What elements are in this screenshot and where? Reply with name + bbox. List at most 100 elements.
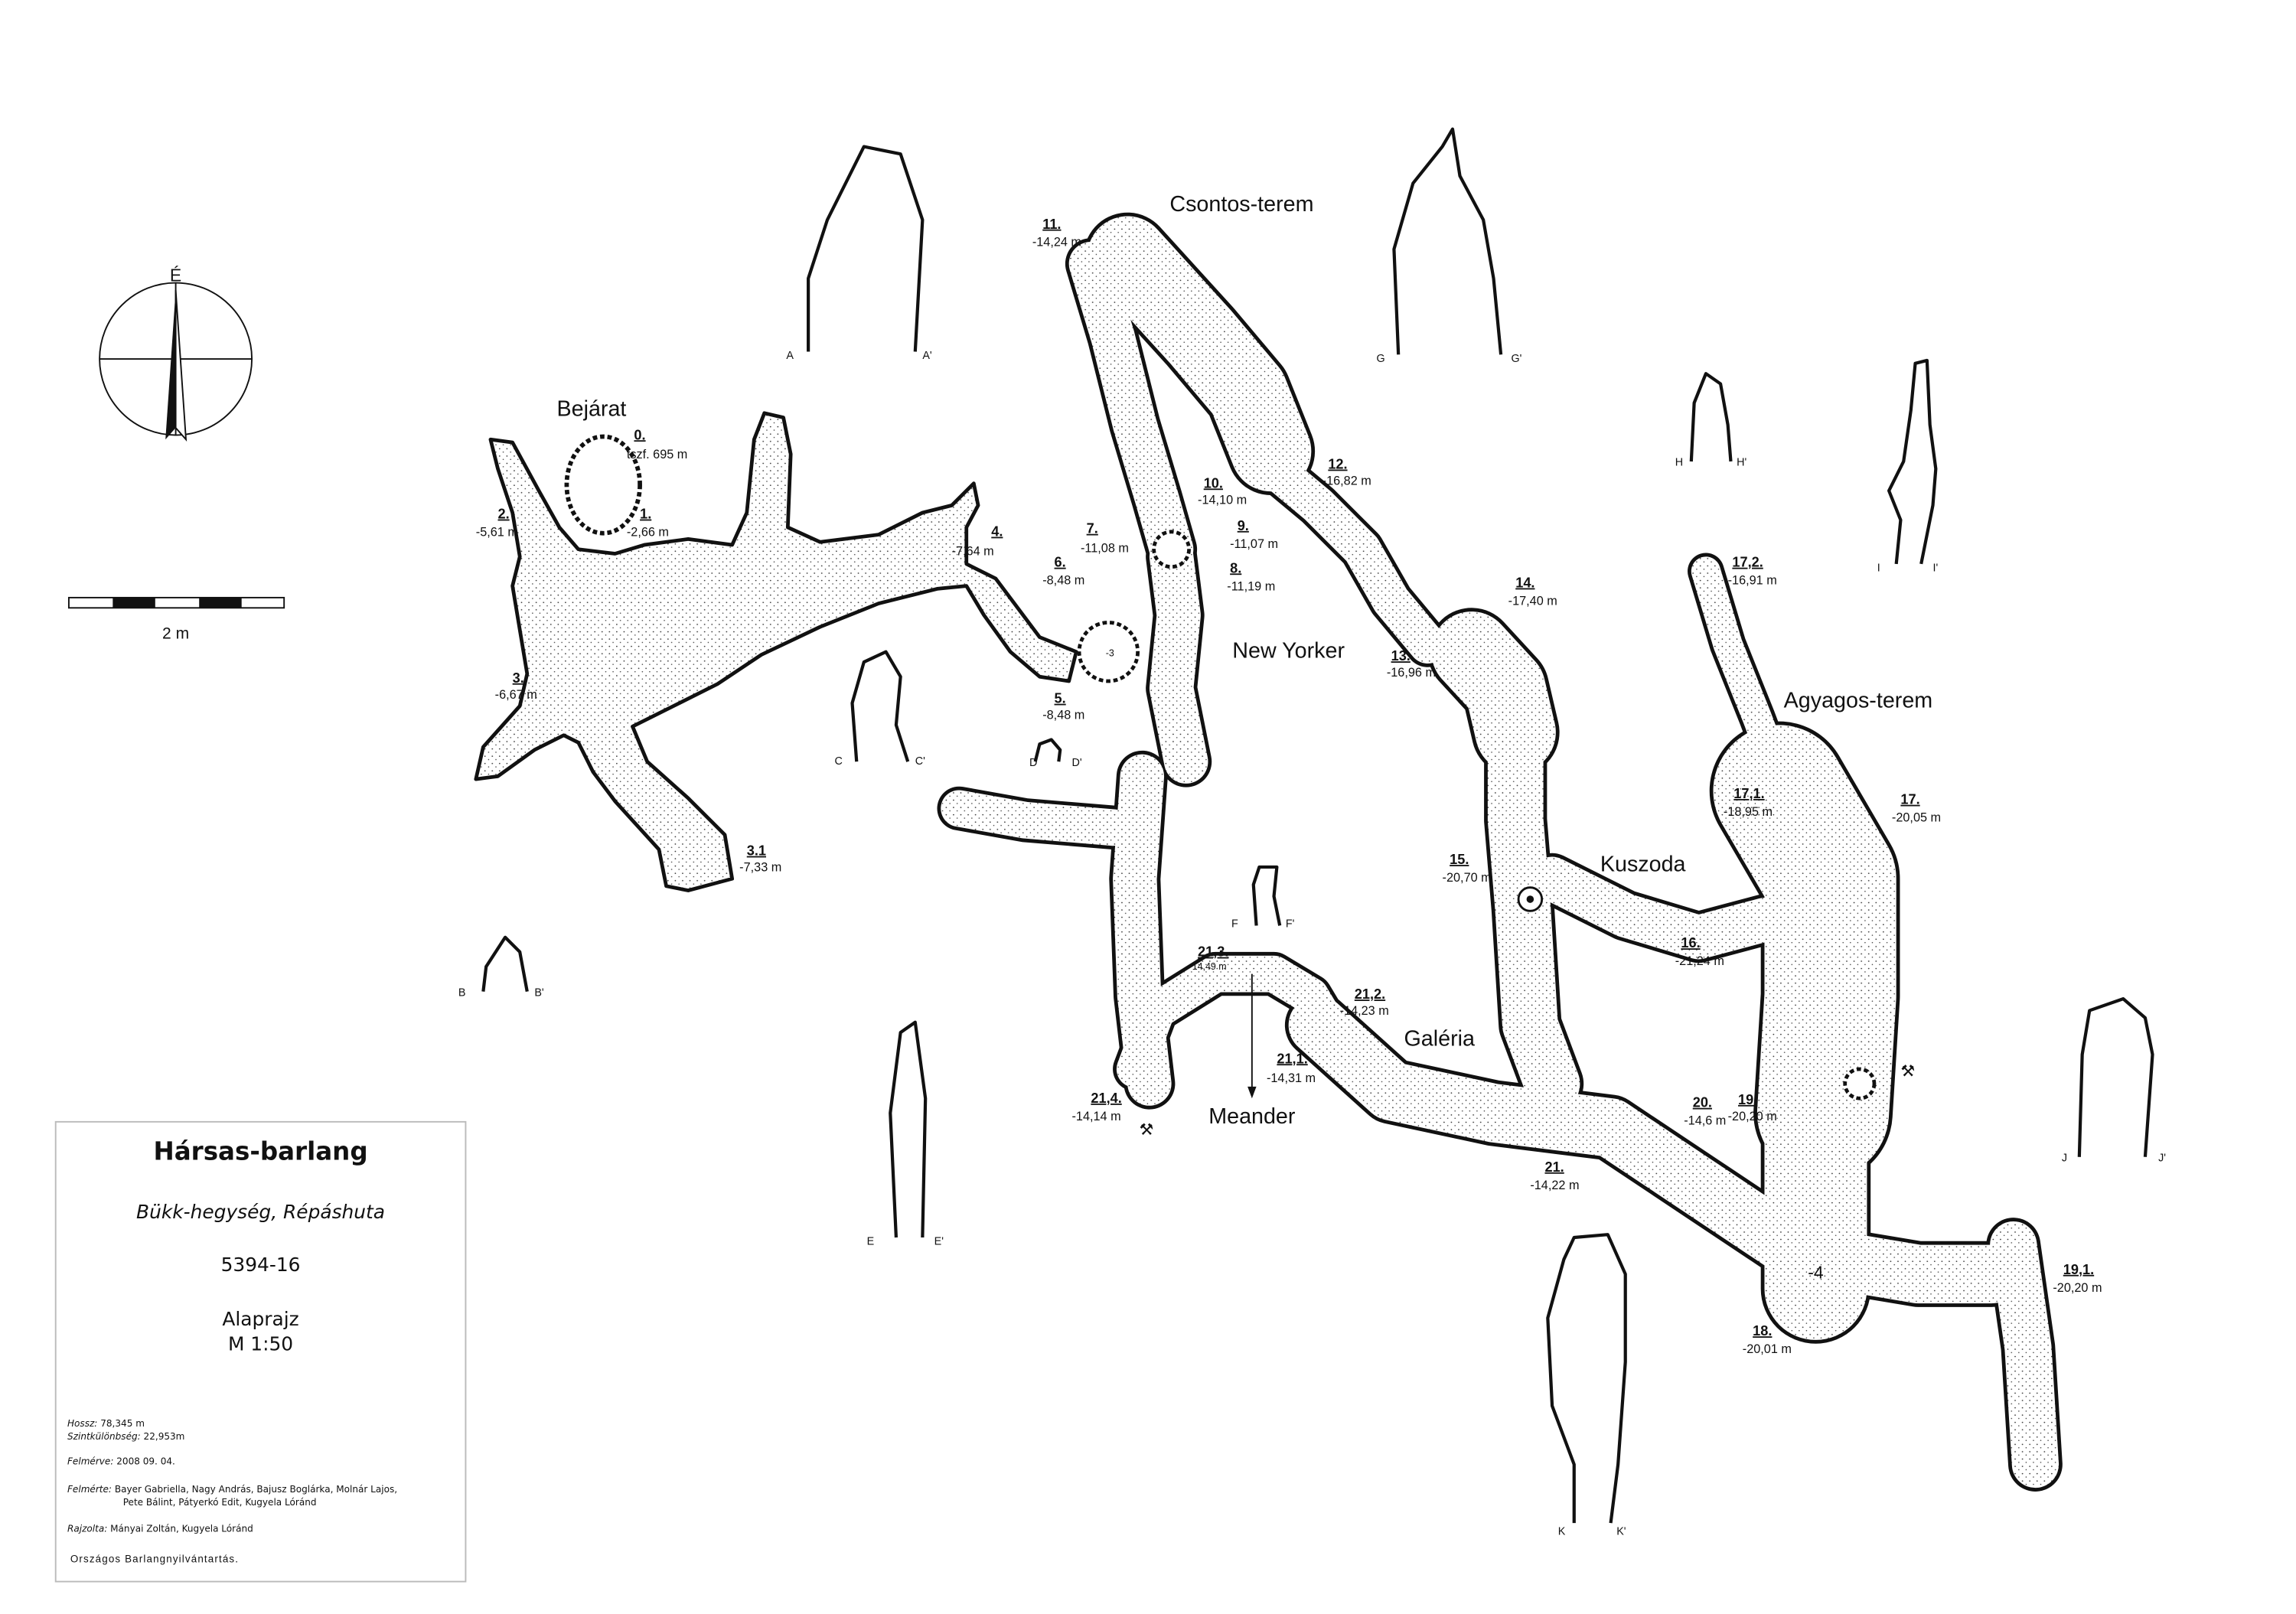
cross-section-e (889, 1020, 928, 1238)
station-depth: -14,22 m (1530, 1179, 1579, 1192)
station-depth: -14,24 m (1032, 236, 1081, 249)
legend-drawn: Rajzolta: Mányai Zoltán, Kugyela Lóránd (67, 1524, 253, 1534)
passage-floor (1801, 1230, 2021, 1304)
surveyors-label: Felmérte: (67, 1484, 112, 1495)
legend-surveyors: Felmérte: Bayer Gabriella, Nagy András, … (67, 1484, 397, 1495)
section-label-right: G' (1511, 353, 1521, 365)
station-number: 15. (1450, 852, 1469, 867)
surveyors-line1: Bayer Gabriella, Nagy András, Bajusz Bog… (115, 1484, 397, 1495)
surveyed-value: 2008 09. 04. (116, 1456, 175, 1467)
legend-scale: M 1:50 (228, 1332, 293, 1355)
passage-floor (1530, 856, 1787, 960)
pit-shaft (1843, 1067, 1877, 1100)
station-depth: -16,91 m (1728, 574, 1777, 588)
entrance-shaft (564, 434, 642, 536)
section-label-right: I' (1933, 562, 1939, 574)
cross-sections (481, 127, 2154, 1524)
section-label-right: H' (1737, 457, 1746, 469)
drawn-value: Mányai Zoltán, Kugyela Lóránd (110, 1524, 253, 1534)
room-label-meander: Meander (1208, 1104, 1296, 1129)
pit-shaft (1152, 530, 1191, 569)
station-depth: -8,48 m (1042, 574, 1084, 588)
length-label: Hossz: (67, 1418, 97, 1429)
surveyed-label: Felmérve: (67, 1456, 113, 1467)
cross-section-f (1251, 865, 1282, 926)
section-label-left: J (2062, 1153, 2067, 1165)
room-label-agyagos: Agyagos-terem (1784, 688, 1933, 712)
section-label-right: C' (915, 755, 925, 768)
scale-label: 2 m (162, 624, 189, 642)
depth-mark: -3 (1106, 647, 1114, 658)
station-depth: -20,05 m (1892, 811, 1941, 825)
depth-mark: -4 (1808, 1263, 1824, 1283)
section-label-right: F' (1286, 918, 1295, 930)
station-number: 18. (1753, 1323, 1772, 1338)
station-depth: -20,01 m (1743, 1342, 1792, 1356)
legend-surveyed: Felmérve: 2008 09. 04. (67, 1456, 175, 1467)
surveyors-line2: Pete Bálint, Pátyerkó Edit, Kugyela Lórá… (123, 1497, 317, 1508)
station-number: 21,2. (1355, 986, 1385, 1002)
station-depth: -20,20 m (1728, 1110, 1777, 1123)
cross-section-c (850, 650, 910, 762)
section-label-left: D (1029, 757, 1037, 769)
drawn-label: Rajzolta: (67, 1524, 107, 1534)
section-label-left: A (786, 350, 794, 362)
station-depth: -5,61 m (476, 526, 518, 540)
passage-floor (1068, 241, 1194, 572)
station-number: 19. (1738, 1092, 1757, 1107)
station-depth: -16,96 m (1387, 666, 1436, 680)
cross-section-g (1392, 127, 1503, 355)
legend-map-type: Alaprajz (222, 1308, 298, 1330)
passage-floor (1691, 556, 1794, 791)
section-label-right: B' (534, 986, 544, 999)
legend-registry: Országos Barlangnyilvántartás. (70, 1554, 239, 1565)
section-label-left: C (835, 755, 843, 768)
west-chamber (474, 411, 1078, 892)
station-number: 0. (634, 427, 645, 442)
station-depth: -6,67 m (495, 688, 537, 702)
cross-section-j (2077, 997, 2154, 1157)
cave-passages (937, 212, 2063, 1492)
station-depth: tszf. 695 m (627, 448, 687, 461)
station-depth: -14,14 m (1072, 1110, 1121, 1123)
station-number: 12. (1328, 457, 1347, 472)
station-depth: -21,24 m (1675, 954, 1724, 968)
station-depth: -14,31 m (1267, 1071, 1316, 1085)
station-depth: -14,23 m (1340, 1004, 1389, 1018)
station-depth: -14,49 m (1189, 961, 1227, 972)
station-depth: -20,70 m (1443, 871, 1492, 885)
room-label-entrance: Bejárat (557, 397, 627, 422)
legend-length: Hossz: 78,345 m (67, 1418, 145, 1429)
legend-depth: Szintkülönbség: 22,953m (67, 1431, 184, 1442)
station-depth: -11,19 m (1227, 579, 1275, 593)
passage-floor (941, 790, 1131, 846)
section-label-left: G (1376, 353, 1384, 365)
length-value: 78,345 m (100, 1418, 145, 1429)
cross-section-i (1887, 358, 1938, 565)
section-label-left: I (1877, 562, 1880, 574)
station-number: 3. (513, 670, 524, 686)
section-label-left: K (1558, 1525, 1566, 1537)
section-label-left: E (867, 1236, 875, 1248)
station-number: 21,3. (1198, 944, 1228, 960)
section-label-right: A' (922, 350, 932, 362)
section-label-left: H (1675, 457, 1683, 469)
station-number: 19,1. (2063, 1262, 2094, 1277)
cross-section-h (1689, 372, 1733, 462)
legend-cadastre-number: 5394-16 (221, 1254, 301, 1276)
legend-title: Hársas-barlang (154, 1137, 368, 1166)
passage-floor (1713, 725, 1896, 1179)
section-label-right: K' (1616, 1525, 1626, 1537)
compass-north-label: É (170, 266, 181, 285)
cross-section-k (1546, 1233, 1627, 1524)
cross-section-b (481, 935, 529, 992)
station-depth: -11,07 m (1230, 537, 1278, 551)
station-depth: -14,6 m (1684, 1114, 1726, 1128)
station-number: 7. (1087, 521, 1098, 536)
station-number: 14. (1515, 575, 1534, 591)
station-number: 4. (991, 524, 1003, 540)
station-depth: -2,66 m (627, 526, 669, 540)
passage-floor (1149, 534, 1208, 784)
legend-box (54, 1120, 467, 1583)
